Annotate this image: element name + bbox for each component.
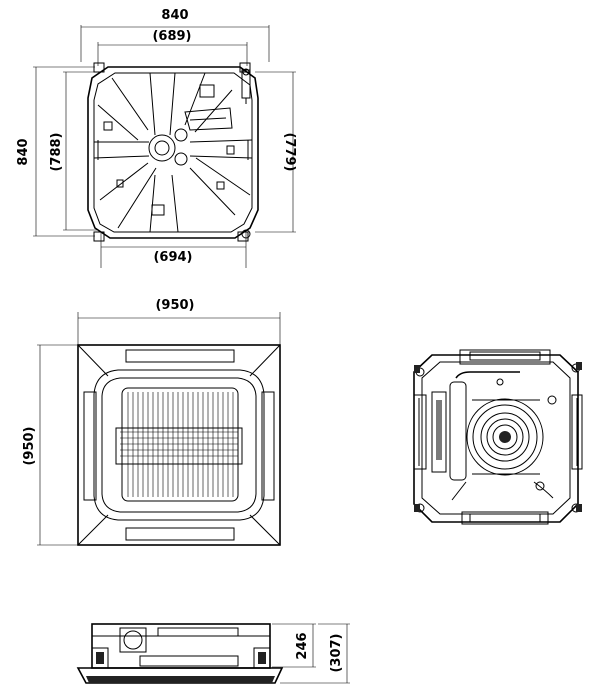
top-view: 840 (689) 840 (788) (779) (694) <box>16 8 297 268</box>
dim-side-total-height: (307) <box>329 633 344 672</box>
unit-top-outline <box>87 62 259 242</box>
dim-left-height: 840 <box>16 138 31 165</box>
grille-slats <box>115 392 243 497</box>
dim-panel-height: (950) <box>22 426 37 465</box>
dim-right-height: (779) <box>282 132 297 171</box>
side-view: 246 (307) <box>76 623 350 684</box>
iso-view <box>413 349 583 525</box>
dim-left-inner-height: (788) <box>49 132 64 171</box>
dim-top-width: 840 <box>161 8 188 23</box>
dim-top-inner-width: (689) <box>152 29 191 44</box>
dim-panel-width: (950) <box>155 298 194 313</box>
panel-view: (950) (950) <box>22 298 281 546</box>
unit-top-ribs <box>93 72 253 233</box>
dim-side-body-height: 246 <box>295 632 310 659</box>
dim-bottom-width: (694) <box>153 250 192 265</box>
